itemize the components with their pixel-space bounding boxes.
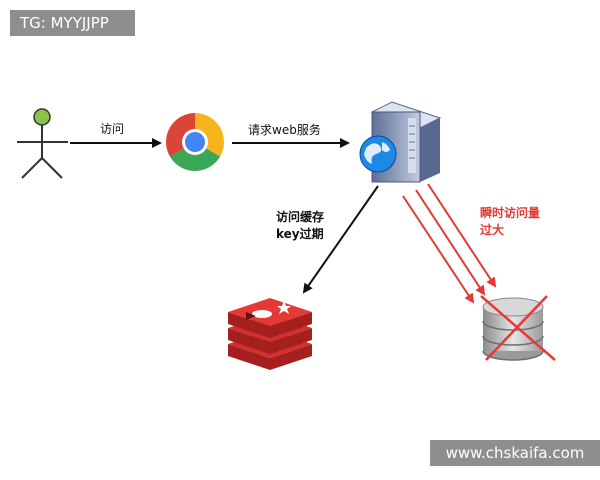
server-icon bbox=[359, 101, 442, 183]
chrome-icon bbox=[166, 113, 224, 171]
burst-arrows bbox=[402, 183, 497, 304]
user-icon bbox=[17, 108, 68, 179]
label-cache-expired-2: key过期 bbox=[276, 227, 324, 241]
watermark-top: TG: MYYJJPP bbox=[10, 10, 135, 36]
arrow-cache bbox=[302, 185, 379, 294]
label-burst-1: 瞬时访问量 bbox=[480, 206, 541, 220]
failure-x-icon bbox=[480, 295, 556, 361]
watermark-bottom: www.chskaifa.com bbox=[430, 440, 600, 466]
label-burst-2: 过大 bbox=[480, 223, 505, 237]
redis-icon bbox=[228, 298, 312, 370]
label-cache-expired-1: 访问缓存 bbox=[276, 210, 325, 224]
label-visit: 访问 bbox=[100, 122, 125, 136]
database-icon bbox=[482, 297, 544, 361]
label-request: 请求web服务 bbox=[248, 123, 321, 137]
